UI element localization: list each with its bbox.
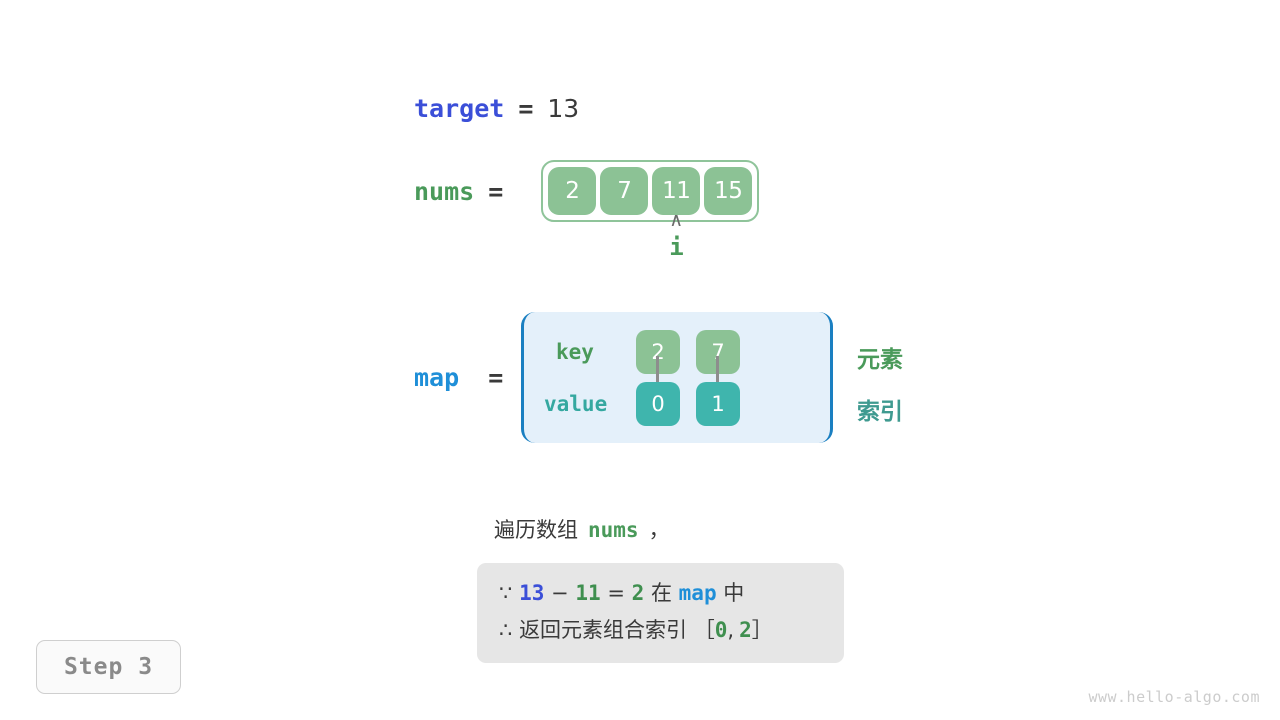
- watermark: www.hello-algo.com: [1088, 688, 1260, 706]
- note-result: 2: [631, 581, 645, 605]
- note-minus-sign: −: [551, 581, 569, 605]
- target-value: 13: [547, 94, 580, 123]
- nums-label-group: nums =: [414, 177, 503, 206]
- map-side-label-element: 元素: [857, 347, 903, 373]
- note-operand-a: 13: [519, 581, 545, 605]
- map-equals-sign: =: [488, 363, 504, 392]
- note-bracket-open: ［: [693, 617, 715, 642]
- nums-row: nums = 2 7 11 15: [414, 160, 760, 222]
- nums-variable-name: nums: [414, 176, 475, 206]
- map-variable-name: map: [414, 363, 460, 392]
- note-box: ∵ 13 − 11 = 2 在 map 中 ∴ 返回元素组合索引 ［0,2］: [477, 563, 844, 663]
- note-line-2: ∴ 返回元素组合索引 ［0,2］: [499, 612, 822, 649]
- note-comma: ,: [727, 617, 735, 642]
- map-row: map =: [414, 363, 503, 392]
- note-because-symbol: ∵: [499, 581, 513, 605]
- note-return-index-0: 0: [714, 617, 728, 642]
- note-operand-b: 11: [575, 581, 601, 605]
- map-key-to-value-arrow-0: [656, 356, 659, 396]
- note-code-map: map: [678, 581, 717, 605]
- note-therefore-symbol: ∴: [499, 617, 513, 642]
- index-pointer-label: i: [669, 233, 684, 261]
- note-return-index-1: 2: [739, 617, 752, 642]
- nums-equals-sign: =: [488, 176, 504, 206]
- note-equals-sign: =: [607, 581, 625, 605]
- caption-text-before: 遍历数组: [494, 518, 578, 542]
- map-value-row-label: value: [544, 392, 608, 416]
- note-text-inside: 中: [723, 581, 745, 605]
- map-side-label-index: 索引: [857, 399, 903, 425]
- nums-cell-1: 7: [600, 167, 649, 215]
- note-bracket-close: ］: [751, 617, 773, 642]
- note-return-text: 返回元素组合索引: [519, 617, 688, 642]
- target-row: target = 13: [414, 94, 579, 123]
- nums-cell-0: 2: [548, 167, 597, 215]
- note-line-1: ∵ 13 − 11 = 2 在 map 中: [499, 575, 822, 612]
- nums-cell-3: 15: [704, 167, 753, 215]
- nums-cell-2: 11: [652, 167, 701, 215]
- note-text-in: 在: [650, 581, 672, 605]
- map-key-row-label: key: [556, 340, 594, 364]
- index-pointer-caret-icon: ∧: [669, 209, 684, 231]
- step-badge: Step 3: [36, 640, 181, 694]
- target-equals-sign: =: [518, 94, 534, 123]
- nums-array-container: 2 7 11 15: [541, 160, 760, 222]
- target-variable-name: target: [414, 94, 505, 123]
- caption-code-nums: nums: [588, 518, 639, 542]
- map-value-cell-0: 0: [636, 382, 680, 426]
- map-key-to-value-arrow-1: [716, 356, 719, 396]
- caption-text-after: ，: [648, 518, 670, 542]
- map-box-container: [521, 312, 833, 443]
- map-value-cell-1: 1: [696, 382, 740, 426]
- caption-line: 遍历数组 nums ，: [494, 514, 670, 544]
